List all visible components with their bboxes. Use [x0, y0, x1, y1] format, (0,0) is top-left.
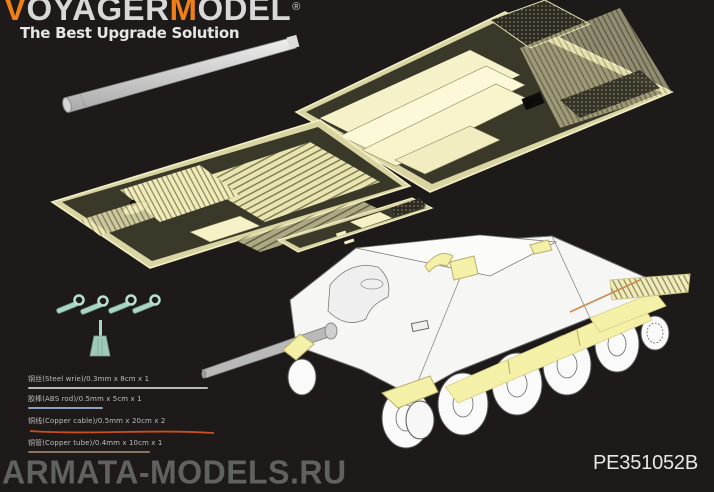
watermark-text: ARMATA-MODELS.RU: [2, 453, 347, 491]
tank-destroyer-assembly-diagram: [201, 234, 691, 449]
photo-etch-fret-main: [50, 119, 412, 269]
legend-steel-wire: 钢丝(Steel wrie)/0.3mm x 8cm x 1: [28, 375, 150, 383]
logo-letter-m: M: [169, 0, 198, 27]
logo-word-oyager: OYAGER: [26, 0, 170, 27]
metal-barrel: [62, 34, 300, 113]
copper-tube-sample-line: [28, 451, 150, 453]
logo-word-odel: ODEL: [197, 0, 292, 27]
legend-abs-rod: 胶棒(ABS rod)/0.5mm x 5cm x 1: [28, 395, 142, 403]
registered-mark-icon: ®: [292, 1, 301, 13]
abs-rod-sample-line: [28, 407, 103, 409]
legend-copper-cable: 铜线(Copper cable)/0.5mm x 20cm x 2: [28, 417, 166, 425]
product-code: PE351052B: [593, 452, 698, 474]
resin-fitting: [89, 320, 111, 357]
resin-tow-hooks: [56, 294, 161, 315]
copper-cable-sample-line: [29, 430, 215, 434]
legend-copper-tube: 铜管(Copper tube)/0.4mm x 10cm x 1: [28, 439, 163, 447]
brand-tagline: The Best Upgrade Solution: [20, 24, 240, 42]
brand-logo: VOYAGERMODEL®: [4, 0, 301, 25]
photo-etch-fret-small: [276, 197, 434, 253]
logo-letter-v: V: [4, 0, 27, 27]
steel-wire-sample-line: [28, 387, 208, 389]
photo-etch-fret-large: [294, 0, 674, 193]
